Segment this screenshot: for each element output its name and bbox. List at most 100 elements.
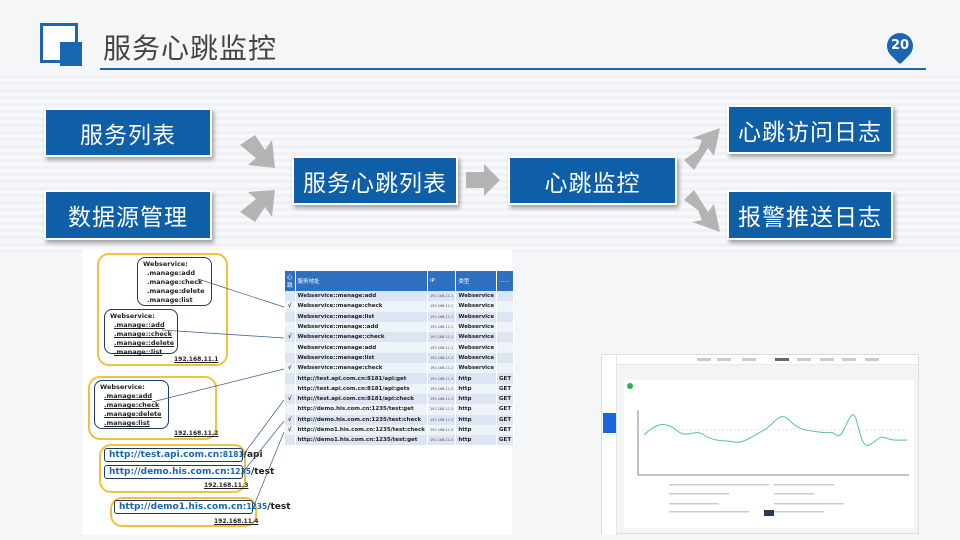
- method-cell: GET: [496, 393, 515, 405]
- type-cell: Webservice: [455, 342, 498, 353]
- method-cell: [496, 321, 515, 333]
- method-cell: [496, 332, 515, 343]
- server-group-4: [110, 497, 257, 527]
- col-header: 服务地址: [295, 271, 428, 291]
- method-cell: [496, 291, 515, 302]
- col-header: 类型: [455, 271, 498, 291]
- heartbeat-check: √: [285, 332, 296, 343]
- heartbeat-monitor-box: 心跳监控: [508, 156, 677, 205]
- type-cell: Webservice: [455, 301, 498, 312]
- alert-log-box: 报警推送日志: [727, 190, 893, 240]
- mapping-line: [161, 329, 285, 339]
- ip-cell: 192.168.11.2: [427, 352, 457, 364]
- ip-cell: 192.168.11.4: [427, 424, 457, 436]
- heartbeat-list-box: 服务心跳列表: [292, 156, 458, 205]
- ip-cell: 192.168.11.1: [427, 321, 457, 333]
- method-cell: [496, 363, 515, 374]
- method-cell: [496, 301, 515, 312]
- method-cell: GET: [496, 424, 515, 436]
- server-group-3: [99, 444, 246, 493]
- service-address: http://demo1.his.com.cn:1235/test:get: [295, 435, 428, 446]
- type-cell: Webservice: [455, 311, 498, 322]
- service-address: Webservice::manage::check: [295, 332, 428, 343]
- arrow-icon: [684, 128, 720, 170]
- heartbeat-check: √: [285, 414, 296, 425]
- service-address: http://test.api.com.cn:8181/api:check: [295, 393, 428, 405]
- service-list-box: 服务列表: [44, 108, 212, 157]
- service-address: Webservice::manage:list: [295, 352, 428, 364]
- service-address: Webservice::manage:add: [295, 291, 428, 302]
- server-group-1: [97, 253, 228, 366]
- service-address: Webservice::manage:add: [295, 342, 428, 353]
- method-cell: GET: [496, 435, 515, 446]
- heartbeat-check: [285, 352, 296, 364]
- heartbeat-check: √: [285, 424, 296, 436]
- ip-cell: 192.168.11.1: [427, 301, 457, 312]
- datasource-mgmt-box: 数据源管理: [44, 190, 212, 240]
- ip-label: 192.168.11.3: [204, 482, 249, 489]
- webservice-box: Webservice: .manage:add .manage:check .m…: [94, 380, 169, 429]
- service-address: Webservice::manage:list: [295, 311, 428, 322]
- type-cell: http: [455, 404, 498, 415]
- monitor-app-screenshot: [601, 354, 919, 535]
- server-group-2: [88, 376, 217, 440]
- service-address: http://test.api.com.cn:8181/api:gets: [295, 383, 428, 394]
- arrow-icon: [240, 190, 275, 222]
- heartbeat-check: √: [285, 393, 296, 405]
- logo-icon-fill: [60, 42, 82, 66]
- url-box: http://demo.his.com.cn:1235/test: [104, 465, 274, 479]
- url-box: http://demo1.his.com.cn:1235/test: [114, 500, 291, 514]
- heartbeat-check: [285, 373, 296, 384]
- ip-cell: 192.168.11.1: [427, 291, 457, 302]
- arrow-icon: [466, 164, 500, 196]
- ip-cell: 192.168.11.3: [427, 404, 457, 415]
- type-cell: Webservice: [455, 332, 498, 343]
- app-chart-card: [624, 380, 914, 528]
- mapping-line: [252, 431, 285, 509]
- col-header: IP: [427, 271, 457, 291]
- method-cell: [496, 311, 515, 322]
- heartbeat-check: [285, 291, 296, 302]
- heartbeat-chart: [637, 410, 909, 516]
- ip-cell: 192.168.11.3: [427, 414, 457, 425]
- service-address: Webservice::manage::add: [295, 321, 428, 333]
- service-address: http://demo.his.com.cn:1235/test:check: [295, 414, 428, 425]
- heartbeat-check: [285, 321, 296, 333]
- arrow-icon: [684, 190, 720, 232]
- app-topbar: [617, 355, 918, 365]
- url-box: http://test.api.com.cn:8181/api: [104, 448, 263, 462]
- app-sidebar-active-item: [603, 413, 616, 433]
- service-address: Webservice::manage:check: [295, 301, 428, 312]
- access-log-box: 心跳访问日志: [727, 105, 893, 154]
- method-cell: GET: [496, 404, 515, 415]
- col-header: 心跳: [285, 271, 296, 291]
- mapping-line: [242, 399, 285, 456]
- method-cell: GET: [496, 414, 515, 425]
- type-cell: http: [455, 383, 498, 394]
- page-title: 服务心跳监控: [103, 32, 278, 65]
- type-cell: http: [455, 393, 498, 405]
- ip-cell: 192.168.11.4: [427, 435, 457, 446]
- heartbeat-check: [285, 383, 296, 394]
- heartbeat-check: [285, 435, 296, 446]
- ip-label: 192.168.11.1: [174, 356, 219, 363]
- mapping-line: [151, 368, 285, 403]
- ip-cell: 192.168.11.1: [427, 342, 457, 353]
- type-cell: http: [455, 435, 498, 446]
- type-cell: Webservice: [455, 291, 498, 302]
- app-sidebar: [602, 355, 617, 535]
- type-cell: Webservice: [455, 321, 498, 333]
